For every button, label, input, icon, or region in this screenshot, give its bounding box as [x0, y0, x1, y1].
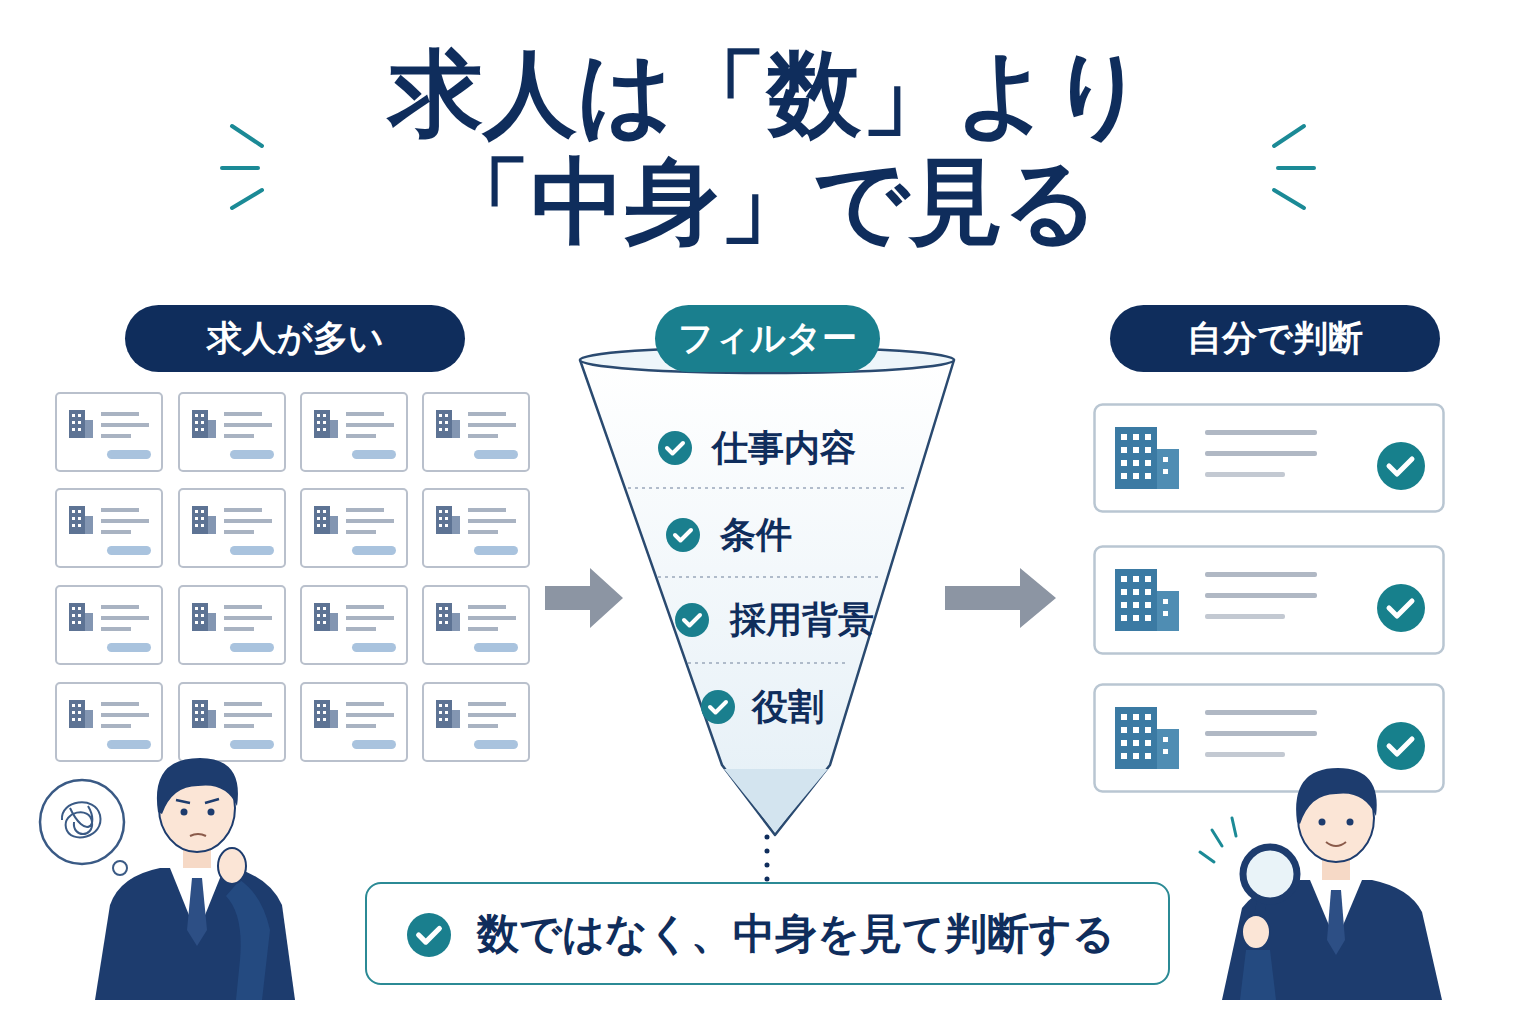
- eye: [1347, 819, 1354, 826]
- accent-stroke: [232, 190, 262, 208]
- mouth: [1326, 842, 1346, 846]
- thinking-person: [40, 758, 295, 1000]
- thought-bubble: [40, 780, 124, 864]
- check-circle: [701, 690, 735, 724]
- hair: [1296, 768, 1377, 824]
- magnifier-lens: [1243, 847, 1297, 901]
- job-card-grid: [56, 393, 529, 761]
- accent-stroke: [232, 126, 262, 146]
- hair: [157, 758, 238, 814]
- job-card: [179, 393, 285, 471]
- section-header: 自分で判断: [1110, 305, 1440, 372]
- dotted-connector: [765, 837, 770, 882]
- job-card: [56, 393, 162, 471]
- arm: [226, 880, 270, 1000]
- criteria-item: 役割: [752, 683, 824, 732]
- title: 求人は「数」より 「中身」で見る: [318, 40, 1218, 256]
- separator: [658, 576, 878, 578]
- job-card: [179, 586, 285, 664]
- selected-card: [1095, 685, 1444, 792]
- check-circle: [407, 913, 451, 957]
- brow: [176, 799, 219, 803]
- check-mark: [675, 530, 691, 541]
- criteria-item: 条件: [720, 511, 792, 560]
- arm: [1240, 950, 1276, 1000]
- selected-card: [1095, 405, 1444, 512]
- selected-card: [1095, 547, 1444, 654]
- job-card: [423, 489, 529, 567]
- header-text: 求人が多い: [207, 315, 384, 362]
- criteria-item: 仕事内容: [712, 424, 856, 473]
- tie: [1327, 890, 1345, 955]
- hand: [1242, 915, 1270, 949]
- job-card: [301, 393, 407, 471]
- eye: [208, 809, 215, 816]
- block-arrow: [545, 568, 623, 628]
- inspecting-person: [1200, 768, 1442, 1000]
- job-card: [423, 683, 529, 761]
- conclusion-text: 数ではなく、中身を見て判断する: [477, 906, 1115, 962]
- selected-cards: [1095, 405, 1444, 792]
- check-mark: [684, 615, 700, 626]
- job-card: [301, 489, 407, 567]
- funnel-shape: [578, 345, 956, 837]
- filter-funnel: 仕事内容条件採用背景役割: [578, 345, 956, 837]
- accent-stroke: [1278, 166, 1314, 170]
- job-card: [56, 489, 162, 567]
- filter-header: フィルター: [655, 305, 880, 372]
- accent-stroke: [222, 166, 258, 170]
- accent-stroke: [1274, 190, 1304, 208]
- job-card: [56, 586, 162, 664]
- mouth: [190, 834, 206, 836]
- check-mark: [667, 443, 683, 454]
- check-mark: [419, 929, 440, 943]
- conclusion-box: 数ではなく、中身を見て判断する: [365, 882, 1170, 985]
- block-arrow: [945, 568, 1056, 628]
- funnel-tip: [724, 769, 828, 832]
- job-card: [423, 586, 529, 664]
- job-card: [56, 683, 162, 761]
- hand: [218, 848, 246, 884]
- funnel-rim: [580, 347, 954, 373]
- job-card: [423, 393, 529, 471]
- job-card: [301, 683, 407, 761]
- section-header: 求人が多い: [125, 305, 465, 372]
- check-circle: [658, 431, 692, 465]
- check-mark: [710, 702, 726, 713]
- emphasis-lines: [1200, 818, 1236, 862]
- suit: [95, 868, 295, 1000]
- scribble: [62, 802, 101, 837]
- funnel-body: [580, 360, 954, 835]
- header-text: 自分で判断: [1187, 315, 1363, 362]
- separator: [688, 662, 846, 664]
- eye: [181, 809, 188, 816]
- criteria-item: 採用背景: [730, 596, 874, 645]
- job-card: [179, 683, 285, 761]
- job-card: [179, 489, 285, 567]
- job-card: [301, 586, 407, 664]
- separator: [628, 487, 908, 489]
- check-circle: [675, 603, 709, 637]
- eye: [1319, 819, 1326, 826]
- check-circle: [666, 518, 700, 552]
- tie: [187, 878, 207, 946]
- header-text: フィルター: [678, 315, 857, 362]
- accent-stroke: [1274, 126, 1304, 146]
- thought-dot: [113, 861, 127, 875]
